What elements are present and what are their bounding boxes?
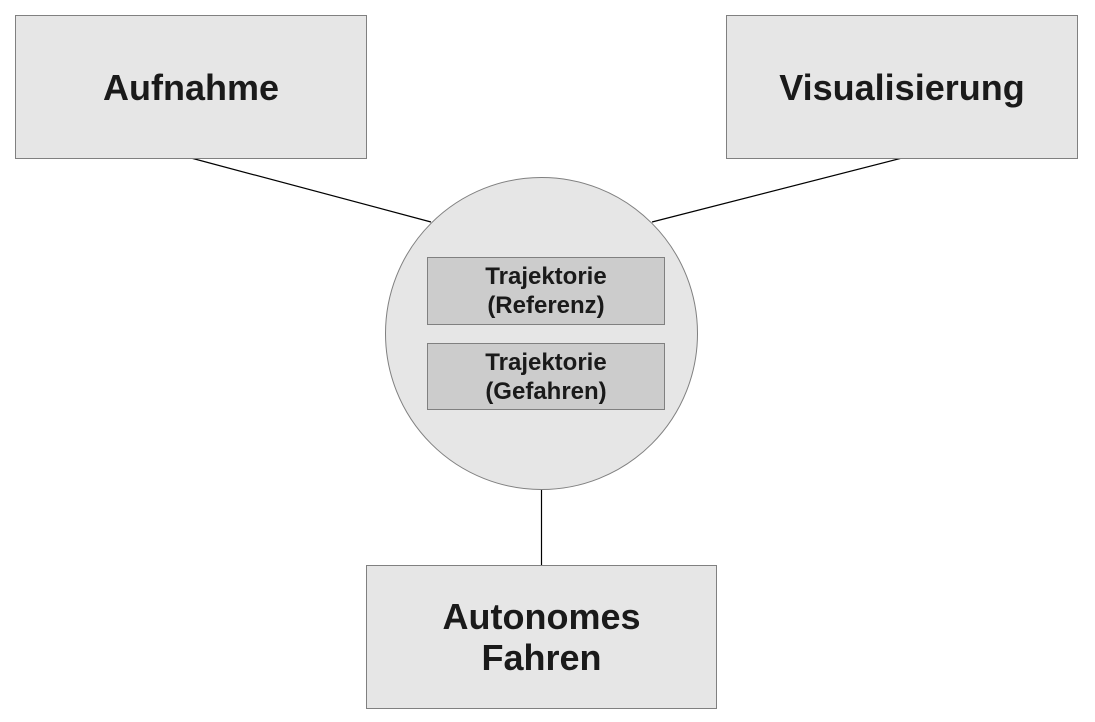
node-autonomes-fahren-label-line2: Fahren xyxy=(481,637,602,678)
node-aufnahme: Aufnahme xyxy=(15,15,367,159)
node-visualisierung: Visualisierung xyxy=(726,15,1078,159)
hub-item-referenz-line1: Trajektorie xyxy=(485,263,607,290)
central-hub-circle xyxy=(385,177,698,490)
hub-item-gefahren-line2: (Gefahren) xyxy=(485,377,607,405)
hub-item-trajektorie-referenz: Trajektorie (Referenz) xyxy=(427,257,665,325)
connector-aufnahme-hub xyxy=(190,157,432,223)
node-visualisierung-label: Visualisierung xyxy=(779,66,1025,108)
node-autonomes-fahren-label-line1: Autonomes xyxy=(442,596,641,637)
connector-visualisierung-hub xyxy=(651,157,903,223)
hub-item-referenz-line2: (Referenz) xyxy=(487,292,605,319)
hub-item-trajektorie-gefahren: Trajektorie (Gefahren) xyxy=(427,343,665,410)
node-autonomes-fahren: Autonomes Fahren xyxy=(366,565,717,709)
node-autonomes-fahren-label: Autonomes Fahren xyxy=(443,596,641,678)
node-aufnahme-label: Aufnahme xyxy=(102,66,279,108)
hub-item-gefahren-line1: Trajektorie xyxy=(485,348,607,376)
